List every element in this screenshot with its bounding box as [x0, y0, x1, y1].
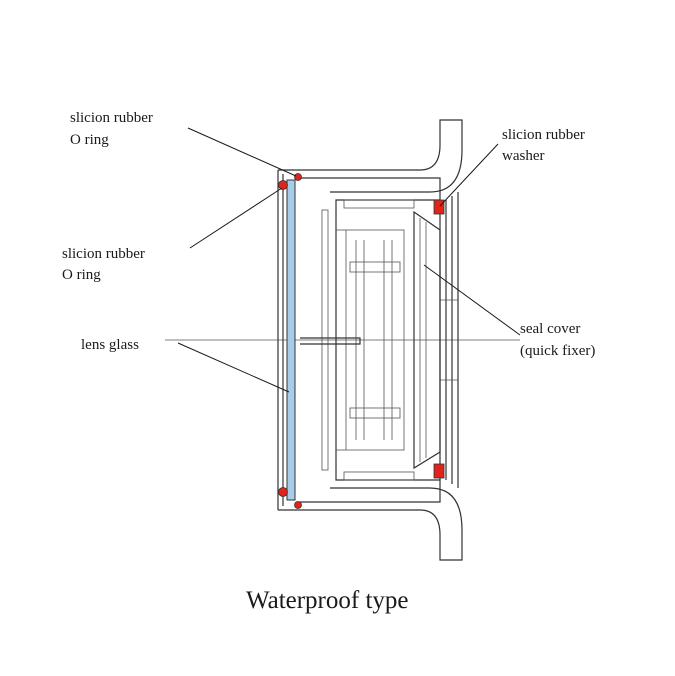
label-oring-top: slicion rubber O ring: [70, 110, 157, 148]
red-seals: [278, 173, 445, 509]
label-lens-glass: lens glass: [81, 337, 139, 353]
label-washer: slicion rubber washer: [502, 127, 589, 164]
leader-oring-mid: [189, 187, 283, 249]
leader-washer: [439, 143, 499, 207]
label-seal-cover: seal cover (quick fixer): [520, 321, 595, 359]
label-oring-mid: slicion rubber O ring: [62, 246, 149, 283]
leader-seal-cover: [423, 264, 521, 336]
inner-mechanism: [300, 209, 441, 471]
diagram-title: Waterproof type: [246, 587, 409, 614]
lens-glass: [286, 179, 296, 501]
leader-lens-glass: [177, 342, 290, 393]
leader-oring-top: [187, 127, 297, 177]
